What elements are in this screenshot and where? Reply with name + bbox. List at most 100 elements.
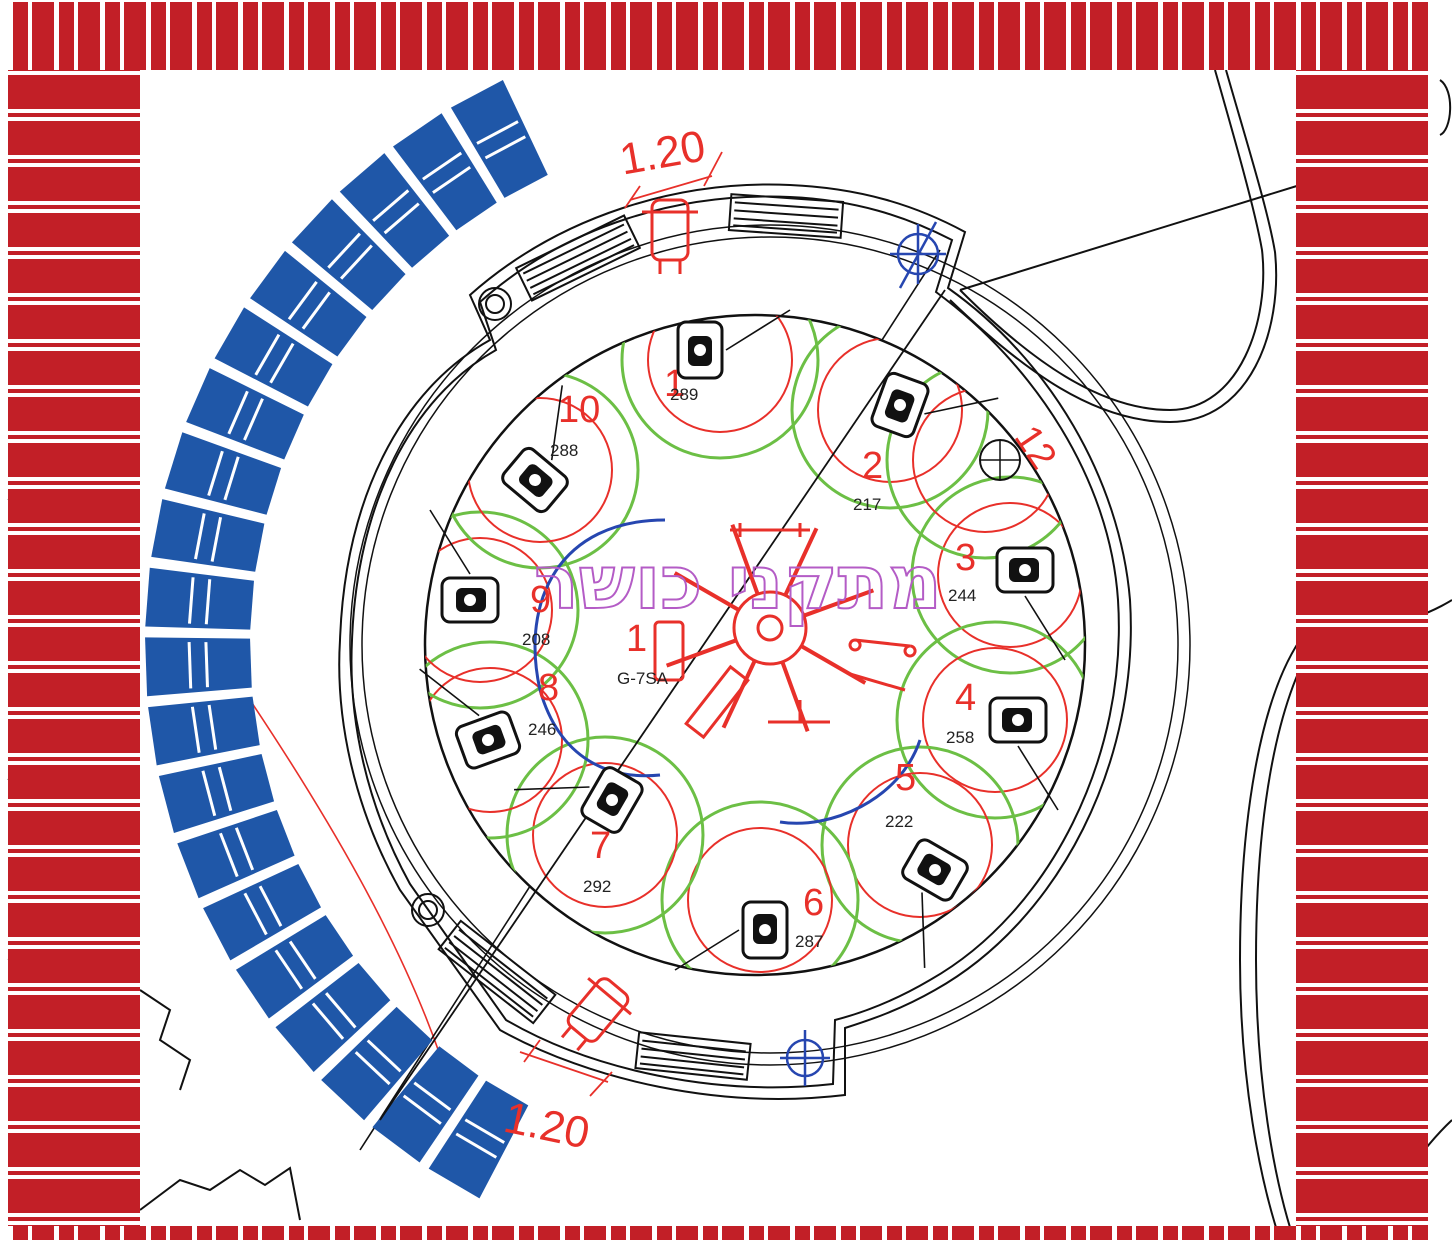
seat-gap	[422, 151, 463, 181]
station-number-1: 1	[664, 363, 685, 405]
seat-segment	[158, 754, 275, 833]
seat-gap	[187, 641, 193, 689]
dimension-top-label: 1.20	[616, 121, 709, 184]
safety-zone-outer	[620, 315, 820, 460]
station-number-3: 3	[955, 537, 976, 579]
seat-gap	[366, 1039, 402, 1073]
structure-arm	[730, 523, 760, 595]
seat-gap	[327, 232, 362, 269]
safety-zone-inner	[425, 667, 563, 813]
fitness-equipment-icon	[514, 766, 644, 834]
seat-segment	[450, 79, 548, 198]
fitness-equipment-icon	[901, 838, 969, 968]
seat-gap	[254, 333, 281, 376]
safety-zone-inner	[647, 315, 793, 433]
station-code-10: 288	[550, 441, 578, 460]
bench-icon	[437, 919, 557, 1025]
seat-gap	[455, 1132, 498, 1159]
seat-segment	[372, 1046, 479, 1163]
station-number-6: 6	[803, 882, 824, 924]
blue-path	[779, 739, 922, 825]
equipment	[419, 198, 1066, 1052]
fitness-equipment-icon	[429, 509, 500, 624]
lamp-post-icon	[890, 221, 946, 289]
safety-zone-outer	[425, 510, 580, 710]
center-code: G-7SA	[617, 669, 669, 688]
seat-gap	[288, 940, 317, 980]
seat-gap	[269, 342, 295, 384]
fitness-equipment-icon	[419, 668, 522, 770]
seat-gap	[484, 135, 527, 160]
station-number-8: 8	[538, 667, 559, 709]
seat-segment	[145, 567, 254, 630]
dimension-top	[624, 151, 723, 209]
seat-gap	[301, 291, 331, 330]
seat-gap	[413, 1081, 452, 1112]
station-code-1: 289	[670, 385, 698, 404]
structure-arm	[673, 571, 740, 612]
seating-arc	[145, 79, 548, 1199]
seat-gap	[190, 706, 201, 753]
seat-gap	[234, 827, 255, 871]
fitness-equipment-icon	[501, 385, 569, 514]
seat-segment	[214, 307, 333, 407]
structure-arm	[665, 638, 737, 668]
dimension-bottom	[519, 1039, 613, 1097]
seat-gap	[223, 456, 240, 501]
seat-segment	[235, 915, 354, 1019]
safety-zone-inner	[687, 827, 833, 973]
seat-gap	[207, 704, 218, 750]
seat-segment	[291, 199, 406, 311]
fitness-equipment-icon	[674, 900, 789, 971]
station-code-8: 246	[528, 720, 556, 739]
bench-icon	[727, 193, 845, 239]
seat-segment	[321, 1006, 433, 1121]
station-code-6: 287	[795, 932, 823, 951]
benches	[437, 193, 845, 1081]
seat-gap	[219, 832, 239, 878]
lamp-post-icon	[780, 1030, 830, 1086]
seat-segment	[428, 1080, 529, 1199]
bench-icon	[514, 214, 642, 302]
bench-icon	[634, 1031, 752, 1081]
fitness-equipment-icon	[979, 439, 1021, 481]
fitness-equipment-icon	[676, 309, 791, 380]
seat-gap	[201, 770, 217, 817]
seat-gap	[324, 992, 357, 1029]
seat-gap	[207, 450, 224, 496]
seat-segment	[186, 368, 304, 460]
seat-segment	[151, 499, 265, 572]
seat-gap	[464, 1118, 505, 1144]
seat-gap	[476, 120, 519, 145]
station-code-7: 292	[583, 877, 611, 896]
station-number-4: 4	[955, 677, 976, 719]
seat-gap	[432, 165, 472, 194]
seat-gap	[204, 579, 212, 625]
structure-arm	[780, 661, 810, 733]
seat-gap	[227, 390, 249, 435]
safety-zone-inner	[847, 772, 993, 918]
safety-zone-inner	[532, 762, 678, 908]
seat-gap	[311, 1002, 345, 1040]
station-code-9: 208	[522, 630, 550, 649]
structure-arm	[783, 527, 819, 597]
drawing-border	[8, 2, 1428, 1240]
seat-gap	[217, 766, 233, 812]
seat-segment	[164, 432, 282, 515]
station-code-4: 258	[946, 728, 974, 747]
center-structure	[653, 523, 917, 740]
seat-segment	[275, 962, 391, 1073]
safety-zone-outer	[660, 800, 860, 975]
seat-segment	[250, 250, 367, 357]
seat-gap	[372, 189, 410, 222]
seat-gap	[243, 892, 268, 936]
seat-gap	[402, 1094, 442, 1125]
seat-gap	[287, 280, 318, 321]
seat-segment	[145, 637, 252, 697]
fitness-equipment-icon	[988, 696, 1059, 811]
station-number-10: 10	[558, 389, 600, 431]
seat-segment	[177, 809, 295, 899]
seat-gap	[258, 885, 283, 927]
seat-gap	[194, 513, 206, 560]
